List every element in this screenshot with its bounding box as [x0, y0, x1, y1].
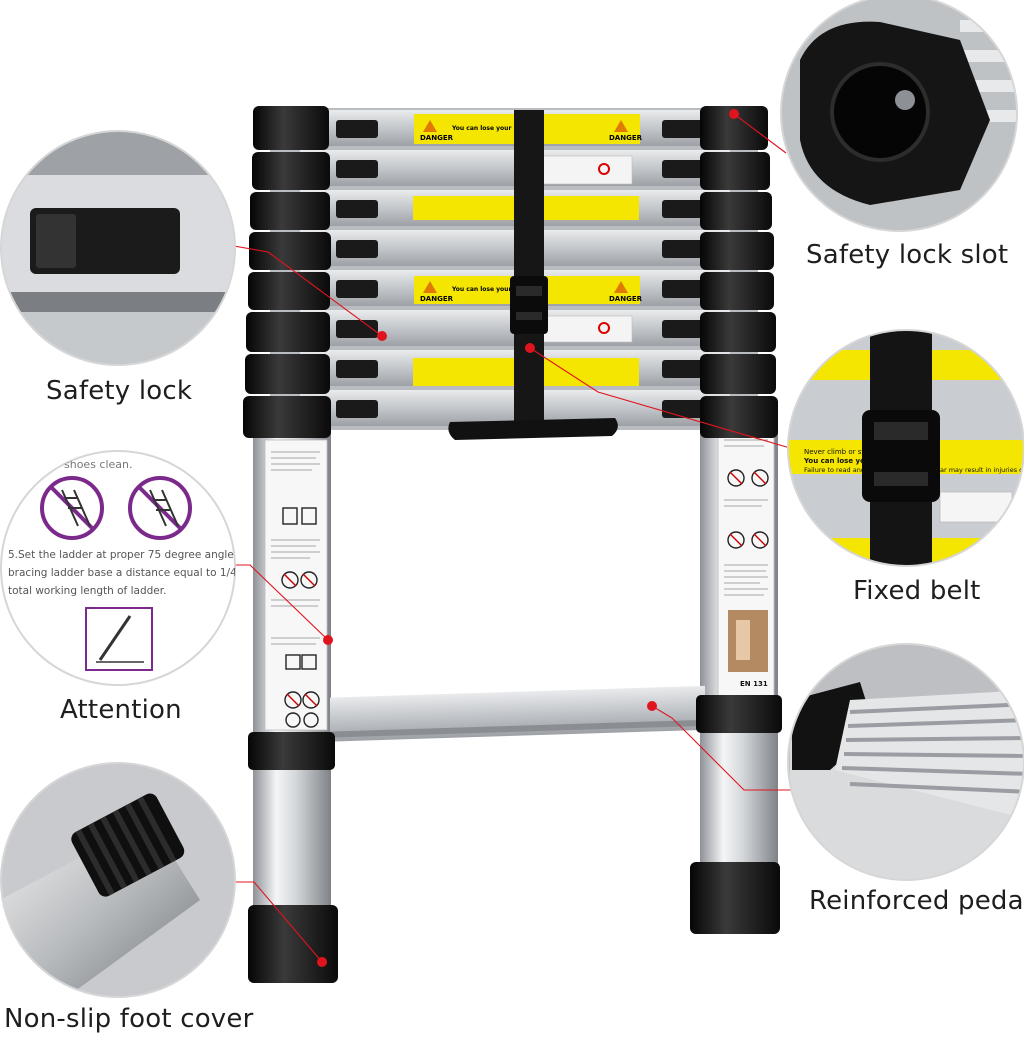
lock-button-right — [662, 200, 704, 218]
lock-button-left — [336, 240, 378, 258]
detail-reinforced-pedal — [787, 643, 1024, 881]
svg-text:DANGER: DANGER — [420, 134, 454, 142]
right-cap-stack — [700, 106, 778, 438]
angle-diagram-icon — [85, 607, 153, 671]
detail-fixed-belt: Never climb or stand on the You can lose… — [787, 329, 1024, 567]
lock-button-right — [662, 320, 704, 338]
left-collar — [248, 732, 335, 770]
ladder: EN 131 — [243, 106, 782, 983]
svg-text:DANGER: DANGER — [420, 295, 454, 303]
svg-text:DANGER: DANGER — [609, 134, 643, 142]
belt-detail-line-2: You can lose your balance — [803, 457, 907, 465]
lock-button-left — [336, 160, 378, 178]
leader-dots — [317, 109, 739, 967]
lock-button-right — [662, 240, 704, 258]
svg-text:DANGER: DANGER — [609, 295, 643, 303]
lock-button-left — [336, 400, 378, 418]
norm-label: EN 131 — [740, 680, 768, 688]
leader-non-slip — [228, 881, 323, 963]
belt-detail-line-4: ar may result in injuries or de — [940, 466, 1024, 474]
svg-text:You can lose your balance: You can lose your balance — [451, 125, 540, 132]
label-fixed-belt: Fixed belt — [853, 576, 981, 606]
leader-pedal — [651, 705, 800, 791]
leader-fixed-belt — [529, 347, 791, 449]
lock-button-right — [662, 120, 704, 138]
attention-instruction-3: total working length of ladder. — [8, 585, 166, 597]
foot-cap-icon — [71, 793, 185, 897]
detail-safety-lock — [0, 130, 236, 366]
left-foot — [248, 905, 338, 983]
attention-instruction-2: bracing ladder base a distance equal to … — [8, 567, 251, 579]
prohibited-icon-1 — [40, 476, 104, 540]
label-reinforced-pedal: Reinforced pedal — [809, 886, 1024, 916]
right-rail-sticker: EN 131 — [717, 429, 775, 701]
lock-button-left — [336, 360, 378, 378]
right-collar — [696, 695, 782, 733]
lock-button-left — [336, 120, 378, 138]
detail-safety-lock-slot — [780, 0, 1018, 232]
detail-non-slip-foot — [0, 762, 236, 998]
lock-button-left — [336, 320, 378, 338]
detail-attention: shoes clean. 5.Set the ladder at proper … — [0, 450, 251, 686]
label-safety-lock-slot: Safety lock slot — [806, 240, 1009, 270]
belt-detail-line-1: Never climb or stand on the — [804, 448, 902, 456]
label-safety-lock: Safety lock — [46, 376, 193, 406]
attention-instruction-1: 5.Set the ladder at proper 75 degree ang… — [8, 549, 250, 561]
lock-button-right — [662, 360, 704, 378]
leader-lock-slot — [733, 113, 787, 154]
left-cap-stack — [243, 106, 331, 438]
label-attention: Attention — [60, 695, 182, 725]
lock-button-right — [662, 280, 704, 298]
lock-button-left — [336, 280, 378, 298]
left-rail-sticker — [264, 439, 328, 731]
attention-shoes-text: shoes clean. — [64, 458, 133, 471]
lock-button-right — [662, 160, 704, 178]
fixed-belt — [448, 110, 618, 440]
label-non-slip-foot-cover: Non-slip foot cover — [4, 1004, 254, 1034]
right-foot — [690, 862, 780, 934]
svg-text:You can lose your balance: You can lose your balance — [451, 286, 540, 293]
belt-detail-line-3: Failure to read and follow the — [804, 466, 899, 474]
lock-slot-icon — [830, 62, 930, 162]
lock-button-right — [662, 400, 704, 418]
lock-button-left — [336, 200, 378, 218]
prohibited-icon-2 — [128, 476, 192, 540]
